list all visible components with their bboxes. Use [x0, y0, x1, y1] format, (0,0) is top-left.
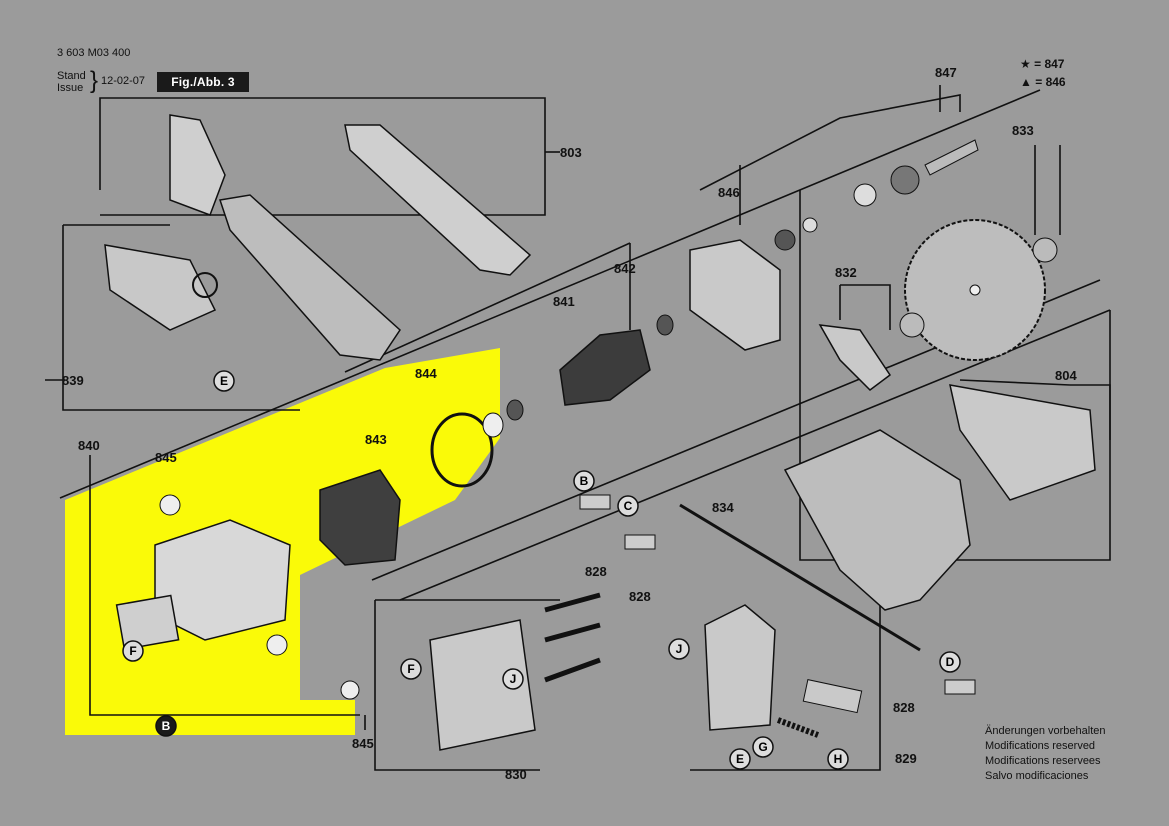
- legend-star: ★ = 847: [1020, 57, 1064, 71]
- modification-notes: Änderungen vorbehalten Modifications res…: [985, 724, 1105, 784]
- circle-label: B: [580, 474, 589, 488]
- part-label: 803: [560, 145, 582, 160]
- legend-triangle-value: = 846: [1035, 75, 1066, 89]
- part-label-845b: 845: [352, 736, 374, 751]
- circle-label: E: [736, 752, 744, 766]
- part-label: 845: [155, 450, 177, 465]
- circled-callouts: E F B B C J F J E G H D: [122, 370, 961, 770]
- document-number: 3 603 M03 400: [57, 47, 131, 59]
- part-label: 841: [553, 294, 575, 309]
- legend-star-value: = 847: [1034, 57, 1065, 71]
- part-label: 833: [1012, 123, 1034, 138]
- figure-badge: Fig./Abb. 3: [157, 72, 249, 92]
- part-label: 830: [505, 767, 527, 782]
- part-label: 804: [1055, 368, 1077, 383]
- issue-label: Issue: [57, 82, 84, 94]
- triangle-icon: ▲: [1020, 75, 1032, 89]
- part-number-labels: 803 839 840 845 844 843 841 842 846 847 …: [62, 65, 1077, 782]
- part-label: 846: [718, 185, 740, 200]
- circle-label: J: [510, 672, 517, 686]
- circle-label: H: [834, 752, 843, 766]
- brace-glyph: }: [90, 67, 99, 94]
- part-label: 843: [365, 432, 387, 447]
- part-label: 834: [712, 500, 734, 515]
- parts: [104, 114, 1096, 751]
- circle-label: J: [676, 642, 683, 656]
- circle-label: D: [946, 655, 955, 669]
- note-en: Modifications reserved: [985, 740, 1096, 752]
- circle-label: E: [220, 374, 228, 388]
- issue-date: 12-02-07: [101, 75, 146, 87]
- part-label: 832: [835, 265, 857, 280]
- part-label: 847: [935, 65, 957, 80]
- note-de: Änderungen vorbehalten: [985, 725, 1106, 737]
- stand-label: Stand: [57, 70, 86, 82]
- circle-label: B: [162, 719, 171, 733]
- part-label: 840: [78, 438, 100, 453]
- part-label: 839: [62, 373, 84, 388]
- note-es: Salvo modificaciones: [985, 770, 1089, 782]
- part-label: 842: [614, 261, 636, 276]
- circle-label: F: [129, 644, 136, 658]
- part-label: 829: [895, 751, 917, 766]
- circle-label: C: [624, 499, 633, 513]
- circle-label: G: [758, 740, 767, 754]
- part-label-828c: 828: [893, 700, 915, 715]
- note-fr: Modifications reservees: [985, 755, 1101, 767]
- star-icon: ★: [1020, 57, 1031, 71]
- legend-triangle: ▲ = 846: [1020, 75, 1066, 89]
- circle-label: F: [407, 662, 414, 676]
- part-label: 828: [585, 564, 607, 579]
- part-label: 844: [415, 366, 437, 381]
- part-label-828b: 828: [629, 589, 651, 604]
